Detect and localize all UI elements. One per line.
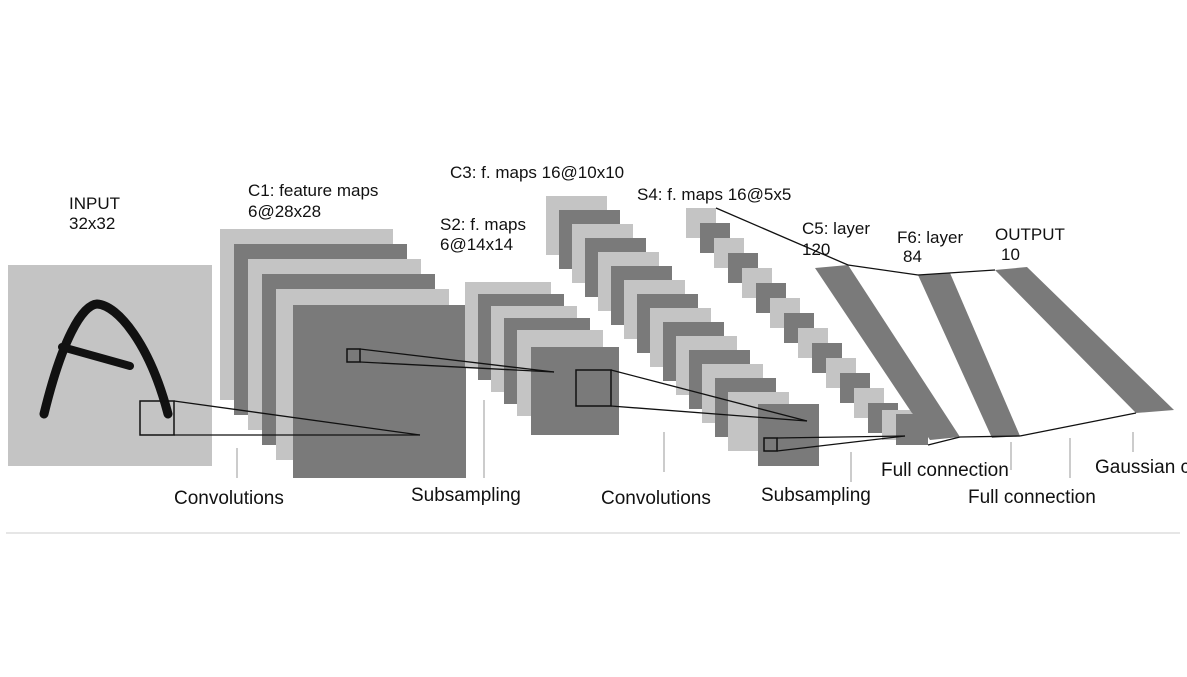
s2-size: 6@14x14 xyxy=(440,235,513,254)
input-image xyxy=(8,265,212,466)
input-letter-a-bar xyxy=(58,343,134,370)
op-gaussian: Gaussian connections xyxy=(1095,457,1187,478)
c3-title: C3: f. maps 16@10x10 xyxy=(450,163,624,182)
input-title: INPUT xyxy=(69,194,120,213)
output-size: 10 xyxy=(1001,245,1020,264)
s2-receptive-field xyxy=(575,369,612,407)
op-subsampling-1: Subsampling xyxy=(411,485,521,506)
op-convolutions-2: Convolutions xyxy=(601,488,711,509)
c5-size: 120 xyxy=(802,240,830,259)
connection-line xyxy=(1019,412,1137,437)
op-full-connection-1: Full connection xyxy=(881,460,1009,481)
connection-line xyxy=(847,264,919,276)
s4-title: S4: f. maps 16@5x5 xyxy=(637,185,791,204)
c1-maps xyxy=(220,229,466,478)
connection-line xyxy=(173,400,421,436)
c5-title: C5: layer xyxy=(802,219,870,238)
connection-line xyxy=(359,348,555,373)
input-letter-a xyxy=(39,299,173,419)
input-layer xyxy=(8,265,212,466)
s2-title: S2: f. maps xyxy=(440,215,526,234)
f6-layer-band xyxy=(918,273,1020,438)
f6-title: F6: layer xyxy=(897,228,963,247)
connection-line xyxy=(610,369,808,422)
connection-line xyxy=(776,435,906,452)
connection-line xyxy=(776,435,906,439)
op-subsampling-2: Subsampling xyxy=(761,485,871,506)
connection-line xyxy=(927,436,961,446)
s2-maps xyxy=(465,282,619,435)
c1-receptive-field xyxy=(346,348,361,363)
s2-map xyxy=(531,347,619,435)
c3-map xyxy=(758,404,819,466)
connection-lines xyxy=(173,207,1137,452)
dense-layers xyxy=(815,265,1174,440)
f6-size: 84 xyxy=(903,247,922,266)
c3-receptive-field xyxy=(763,437,778,452)
connection-line xyxy=(610,405,808,422)
op-full-connection-2: Full connection xyxy=(968,487,1096,508)
c5-layer-band xyxy=(815,265,960,440)
input-size: 32x32 xyxy=(69,214,115,233)
connection-line xyxy=(959,435,1021,438)
connection-line xyxy=(359,361,555,373)
connection-line xyxy=(715,207,849,266)
connection-line xyxy=(917,269,996,276)
operation-ticks xyxy=(236,400,1134,482)
c1-title: C1: feature maps xyxy=(248,181,378,200)
input-receptive-field xyxy=(139,400,175,436)
c1-map xyxy=(293,305,466,478)
output-title: OUTPUT xyxy=(995,225,1065,244)
c1-size: 6@28x28 xyxy=(248,202,321,221)
op-convolutions-1: Convolutions xyxy=(174,488,284,509)
output-layer-band xyxy=(995,267,1174,413)
c3-maps xyxy=(546,196,819,466)
